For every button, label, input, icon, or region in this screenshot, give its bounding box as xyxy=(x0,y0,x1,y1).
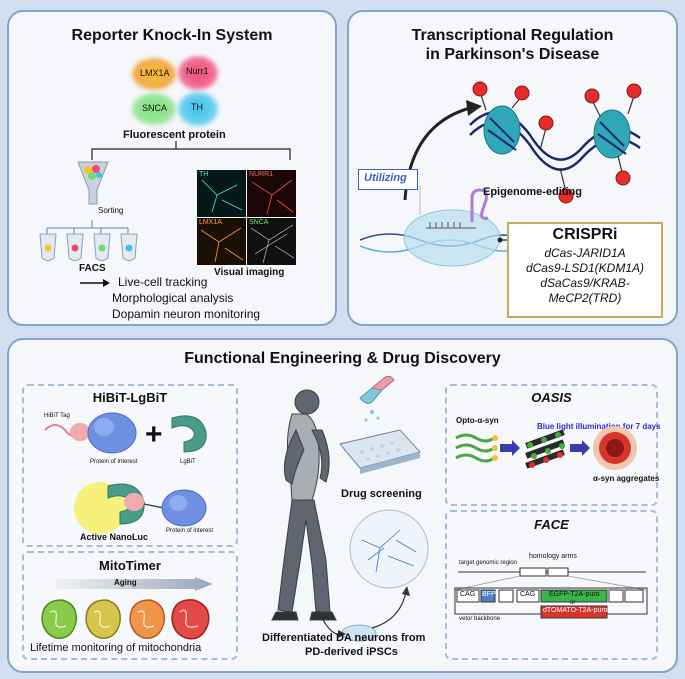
lmx1a-blob xyxy=(132,58,176,90)
face-bfp-label: BFP xyxy=(482,591,496,598)
hibit-poi-label: Protein of Interest xyxy=(90,459,138,465)
mitotimer-title: MitoTimer xyxy=(99,558,161,573)
crispri-line-2: dCas9-LSD1(KDM1A) xyxy=(525,261,645,275)
face-backbone-label: vetor backbone xyxy=(459,616,501,622)
imaging-label-snca: SNCA xyxy=(249,219,269,226)
face-cag1-label: CAG xyxy=(460,591,476,598)
oasis-blue-label: Blue light illumination for 7 days xyxy=(537,422,661,431)
oasis-opto-label: Opto-α-syn xyxy=(456,416,499,425)
protein-th: TH xyxy=(191,102,203,112)
sorting-funnel-icon xyxy=(77,161,109,205)
facs-tubes-icon xyxy=(39,233,138,261)
app-morphology: Morphological analysis xyxy=(112,291,234,305)
oasis-agg-label: α-syn aggregates xyxy=(593,474,660,483)
sorting-label: Sorting xyxy=(98,206,124,215)
app-live-cell: Live-cell tracking xyxy=(118,275,208,289)
protein-nurr1: Nurr1 xyxy=(186,66,209,76)
hibit-poi2-label: Protein of interest xyxy=(166,528,214,534)
crispri-title: CRISPRi xyxy=(552,226,618,243)
snca-blob xyxy=(132,93,176,125)
facs-label: FACS xyxy=(79,263,106,274)
hibit-active-label: Active NanoLuc xyxy=(80,532,149,542)
imaging-label-lmx1a: LMX1A xyxy=(199,219,222,226)
neurons-label-2: PD-derived iPSCs xyxy=(305,646,398,658)
hibit-plus: + xyxy=(145,418,163,451)
transcription-title-1: Transcriptional Regulation xyxy=(411,27,614,44)
aging-label: Aging xyxy=(114,578,137,587)
visual-imaging-label: Visual imaging xyxy=(214,267,285,278)
face-or-label: or xyxy=(570,600,576,606)
hibit-title: HiBiT-LgBiT xyxy=(92,390,168,405)
crispri-box xyxy=(507,222,663,318)
reporter-panel xyxy=(7,10,337,326)
face-box xyxy=(445,510,658,660)
face-title: FACE xyxy=(534,517,569,532)
neurons-label-1: Differentiated DA neurons from xyxy=(262,632,426,644)
crispri-line-3: dSaCas9/KRAB- xyxy=(540,276,630,290)
reporter-title: Reporter Knock-In System xyxy=(71,27,273,44)
crispri-line-4: MeCP2(TRD) xyxy=(548,291,622,305)
hibit-lgbit-label: LgBiT xyxy=(180,459,196,465)
fluor-label: Fluorescent protein xyxy=(123,129,226,141)
protein-snca: SNCA xyxy=(142,103,168,113)
mitotimer-caption: Lifetime monitoring of mitochondria xyxy=(30,642,202,654)
imaging-grid xyxy=(197,170,296,265)
hibit-tag-label: HiBiT Tag xyxy=(44,413,70,419)
face-homology-label: homology arms xyxy=(529,553,577,560)
face-target-label: target genomic region xyxy=(459,560,518,566)
imaging-label-th: TH xyxy=(199,171,209,178)
face-dtomato-label: dTOMATO-T2A-puro xyxy=(543,607,608,614)
imaging-label-nurr1: NURR1 xyxy=(249,171,274,178)
th-blob xyxy=(178,92,218,126)
app-dopamine: Dopamin neuron monitoring xyxy=(112,307,261,321)
epigenome-label: Epigenome-editing xyxy=(483,186,582,198)
nurr1-blob xyxy=(178,56,218,90)
utilizing-badge xyxy=(358,169,418,190)
protein-lmx1a: LMX1A xyxy=(140,68,170,78)
face-cag2-label: CAG xyxy=(520,591,536,598)
oasis-title: OASIS xyxy=(531,390,572,405)
aging-arrow xyxy=(55,577,213,591)
drug-screening-label: Drug screening xyxy=(341,488,422,500)
utilizing-label: Utilizing xyxy=(364,172,407,184)
transcription-title-2: in Parkinson's Disease xyxy=(425,46,600,63)
face-egfp-label: EGFP-T2A-puro xyxy=(549,591,600,598)
functional-title: Functional Engineering & Drug Discovery xyxy=(184,350,501,367)
crispri-line-1: dCas-JARID1A xyxy=(544,246,626,260)
